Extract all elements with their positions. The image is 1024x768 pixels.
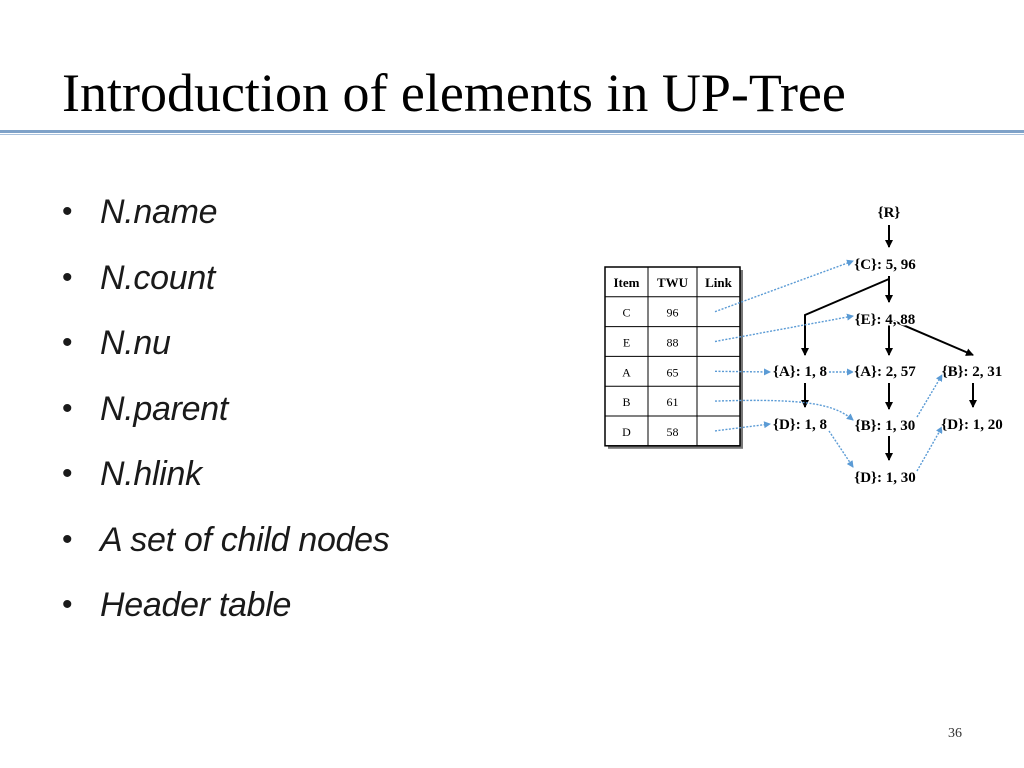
- node-link-arrow: [714, 421, 771, 432]
- bullet-item: • N.nu: [62, 323, 389, 389]
- table-cell: E: [623, 336, 630, 350]
- bullet-glyph: •: [62, 391, 73, 425]
- bullet-text: N.count: [100, 258, 216, 297]
- node-link-arrow: [714, 313, 854, 343]
- bullet-item: • Header table: [62, 585, 389, 651]
- table-cell: 65: [667, 365, 679, 379]
- bullet-glyph: •: [62, 588, 73, 621]
- bullet-item: • A set of child nodes: [62, 520, 390, 586]
- bullet-text: N.hlink: [100, 455, 202, 493]
- bullet-text: Header table: [100, 586, 292, 624]
- table-header-cell: Link: [705, 275, 733, 290]
- title-rule-thin: [0, 134, 1024, 135]
- bullet-item: • N.count: [62, 258, 389, 324]
- tree-edge: [801, 278, 890, 356]
- tree-node-label: {E}: 4, 88: [855, 312, 916, 328]
- bullet-glyph: •: [62, 522, 73, 556]
- bullet-text: N.name: [100, 193, 218, 231]
- bullet-text: A set of child nodes: [100, 520, 390, 559]
- tree-node-label: {A}: 2, 57: [854, 364, 916, 380]
- bullet-text: N.parent: [100, 389, 229, 428]
- table-header-cell: Item: [614, 275, 640, 290]
- tree-node-label: {C}: 5, 96: [854, 257, 916, 273]
- tree-node-label: {D}: 1, 30: [854, 470, 915, 486]
- table-cell: 58: [667, 425, 679, 439]
- table-cell: C: [622, 306, 630, 320]
- title-rule: [0, 130, 1024, 133]
- bullet-list: • N.name • N.count • N.nu • N.parent • N.hlin…: [62, 192, 390, 651]
- node-link-arrow: [714, 259, 854, 313]
- table-header-cell: TWU: [657, 275, 689, 290]
- bullet-item: • N.hlink: [62, 454, 389, 520]
- bullet-glyph: •: [62, 260, 73, 294]
- node-link-arrow: [714, 368, 771, 376]
- bullet-glyph: •: [62, 457, 73, 490]
- bullet-item: • N.parent: [62, 389, 389, 455]
- tree-node-label: {B}: 2, 31: [942, 364, 1003, 380]
- tree-node-label: {A}: 1, 8: [773, 364, 827, 380]
- table-cell: B: [622, 395, 630, 409]
- table-cell: 88: [667, 336, 679, 350]
- tree-node-label: {R}: [878, 205, 901, 221]
- node-link-arrow: [828, 430, 854, 468]
- bullet-text: N.nu: [100, 324, 171, 362]
- page-number: 36: [948, 726, 962, 741]
- node-link-arrow: [916, 426, 943, 472]
- node-link-arrow: [916, 374, 943, 418]
- tree-node-label: {B}: 1, 30: [855, 418, 916, 434]
- tree-node-label: {D}: 1, 8: [773, 417, 827, 433]
- slide-title: Introduction of elements in UP-Tree: [62, 63, 846, 123]
- bullet-glyph: •: [62, 195, 73, 228]
- table-cell: 61: [667, 395, 679, 409]
- node-link-arrow: [714, 399, 854, 421]
- tree-node-label: {D}: 1, 20: [941, 417, 1002, 433]
- table-cell: 96: [667, 306, 679, 320]
- bullet-glyph: •: [62, 326, 73, 359]
- bullet-item: • N.name: [62, 192, 389, 258]
- table-cell: D: [622, 425, 631, 439]
- table-cell: A: [622, 365, 631, 379]
- tree-edge: [888, 317, 974, 356]
